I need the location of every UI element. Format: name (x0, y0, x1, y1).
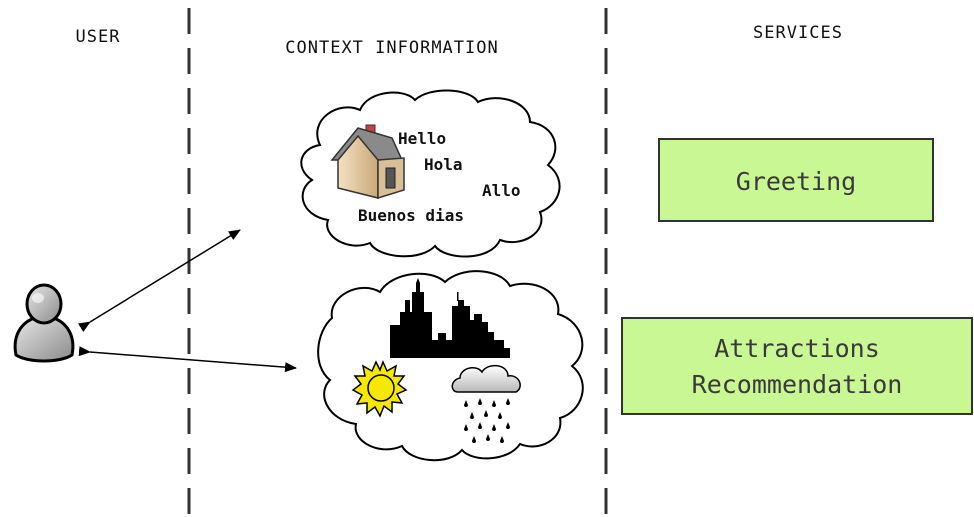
greeting-service-box: Greeting (658, 138, 934, 222)
attractions-service-label-line2: Recommendation (692, 370, 903, 399)
arrow-user-greeting-context (78, 229, 241, 333)
column-header-user: USER (76, 27, 121, 47)
user-icon (13, 283, 75, 363)
greeting-word-allo: Allo (482, 181, 521, 200)
greeting-service-label: Greeting (736, 167, 856, 196)
sun-icon (351, 360, 408, 418)
attractions-service-box: Attractions Recommendation (621, 317, 973, 415)
attractions-service-label-line1: Attractions (714, 334, 880, 363)
rain-cloud-icon (451, 364, 521, 443)
city-skyline-icon (390, 278, 510, 358)
arrow-user-city-context (78, 346, 297, 373)
city-weather-context-cloud (317, 270, 584, 462)
greeting-word-buenos-dias: Buenos dias (358, 206, 464, 225)
column-header-context: CONTEXT INFORMATION (285, 38, 498, 58)
house-icon (330, 124, 405, 200)
greeting-word-hello: Hello (398, 129, 446, 148)
column-header-services: SERVICES (753, 23, 843, 43)
greeting-word-hola: Hola (424, 155, 463, 174)
